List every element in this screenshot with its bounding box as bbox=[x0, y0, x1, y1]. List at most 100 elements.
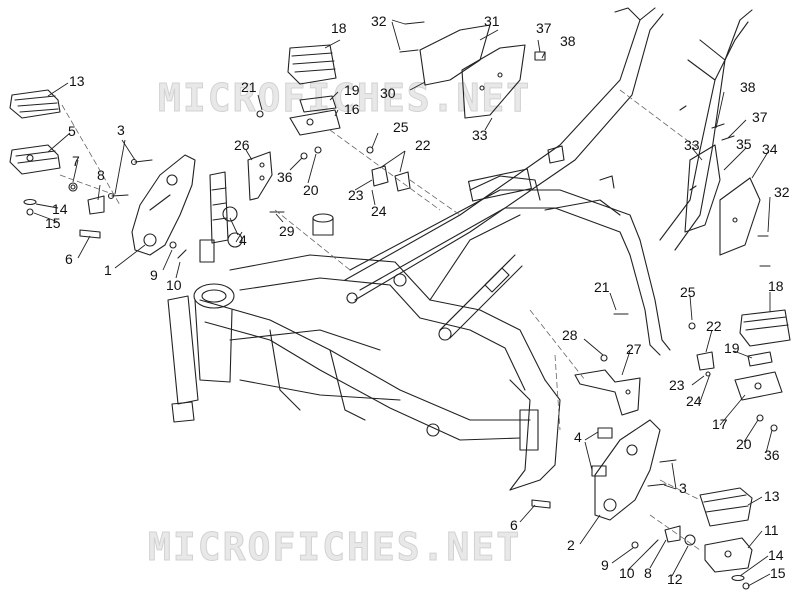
callout-14-right: 14 bbox=[768, 547, 784, 563]
washer-9 bbox=[631, 541, 639, 549]
callout-20-right: 20 bbox=[736, 436, 752, 452]
callout-21-left: 21 bbox=[241, 79, 257, 95]
callout-25-left: 25 bbox=[393, 119, 409, 135]
callout-33-top: 33 bbox=[472, 127, 488, 143]
callout-28: 28 bbox=[562, 327, 578, 343]
left-cover-plate bbox=[87, 195, 105, 215]
right-pad-22-23 bbox=[696, 351, 715, 377]
callout-32-right: 32 bbox=[774, 184, 790, 200]
footpeg-plate-19 bbox=[299, 95, 337, 113]
callout-14-left: 14 bbox=[52, 201, 68, 217]
callout-19-top: 19 bbox=[344, 82, 360, 98]
callout-7-left: 7 bbox=[72, 153, 80, 169]
callout-23-left: 23 bbox=[348, 187, 364, 203]
screws-32b bbox=[757, 235, 771, 267]
callout-3-left: 3 bbox=[117, 122, 125, 138]
callout-4-left: 4 bbox=[239, 232, 247, 248]
callout-15-left: 15 bbox=[45, 215, 61, 231]
left-pin-6 bbox=[79, 229, 101, 239]
left-footpeg-rubber bbox=[9, 89, 61, 119]
left-split-pin-10 bbox=[177, 249, 187, 259]
plate-8 bbox=[664, 525, 681, 543]
callout-10-right: 10 bbox=[619, 565, 635, 581]
callout-22-right: 22 bbox=[706, 318, 722, 334]
rear-damper bbox=[438, 254, 523, 341]
callout-9-left: 9 bbox=[150, 267, 158, 283]
callout-38-right: 38 bbox=[740, 79, 756, 95]
split-pin-10 bbox=[649, 539, 659, 549]
left-washer bbox=[23, 198, 37, 206]
washer-14 bbox=[731, 574, 745, 582]
callout-24-right: 24 bbox=[686, 393, 702, 409]
callout-16: 16 bbox=[344, 101, 360, 117]
round-cap bbox=[312, 213, 334, 236]
callout-1: 1 bbox=[104, 262, 112, 278]
left-spring bbox=[68, 182, 78, 192]
left-footpeg-bracket bbox=[131, 154, 196, 256]
callout-24-left: 24 bbox=[371, 203, 387, 219]
callout-4-right: 4 bbox=[574, 429, 582, 445]
callout-20-left: 20 bbox=[303, 182, 319, 198]
callout-34: 34 bbox=[762, 141, 778, 157]
callout-30: 30 bbox=[380, 85, 396, 101]
right-nut-36 bbox=[770, 424, 778, 432]
callout-27: 27 bbox=[626, 341, 642, 357]
leader-lines bbox=[33, 19, 773, 587]
callout-36-right: 36 bbox=[764, 447, 780, 463]
callout-13-left: 13 bbox=[69, 73, 85, 89]
right-pad-4 bbox=[591, 427, 613, 477]
callout-3-right: 3 bbox=[679, 480, 687, 496]
spring-12 bbox=[684, 534, 696, 546]
right-plate-19 bbox=[747, 351, 773, 367]
bolt-28 bbox=[600, 354, 608, 362]
bolt-21 bbox=[256, 110, 264, 118]
callout-38-top: 38 bbox=[560, 33, 576, 49]
callout-25-right: 25 bbox=[680, 284, 696, 300]
heel-guard-30-31 bbox=[419, 24, 526, 119]
right-bolts-3 bbox=[647, 459, 677, 487]
callout-36-left: 36 bbox=[277, 169, 293, 185]
callout-15-right: 15 bbox=[770, 565, 786, 581]
callout-11: 11 bbox=[764, 522, 779, 538]
callout-labels: 13 5 7 8 14 15 6 3 1 9 10 4 21 26 29 18 … bbox=[45, 13, 790, 587]
right-heel-guard-27 bbox=[574, 369, 641, 416]
rear-shock-absorber bbox=[199, 171, 243, 263]
callout-26: 26 bbox=[234, 137, 250, 153]
callout-33-right: 33 bbox=[684, 137, 700, 153]
callout-10-left: 10 bbox=[166, 277, 182, 293]
callout-18-top: 18 bbox=[331, 20, 347, 36]
pad-22-23 bbox=[371, 165, 411, 192]
left-heel-guard-26 bbox=[247, 151, 273, 201]
callout-6-right: 6 bbox=[510, 517, 518, 533]
callout-22-left: 22 bbox=[415, 137, 431, 153]
callout-21-right: 21 bbox=[594, 279, 610, 295]
callout-5: 5 bbox=[68, 123, 76, 139]
callout-32-top: 32 bbox=[371, 13, 387, 29]
right-passenger-footpeg-18 bbox=[739, 309, 791, 347]
watermark-bottom: MICROFICHES.NET bbox=[147, 525, 522, 570]
right-footpeg-13 bbox=[699, 487, 753, 527]
callout-18-right: 18 bbox=[768, 278, 784, 294]
nut-36 bbox=[300, 152, 308, 160]
callout-19-right: 19 bbox=[724, 340, 740, 356]
callout-2: 2 bbox=[567, 537, 575, 553]
right-footpeg-17 bbox=[734, 371, 783, 401]
callout-13-right: 13 bbox=[764, 488, 780, 504]
callout-31: 31 bbox=[484, 13, 500, 29]
callout-8-left: 8 bbox=[97, 167, 105, 183]
callout-8-right: 8 bbox=[644, 565, 652, 581]
callout-23-right: 23 bbox=[669, 377, 685, 393]
left-pin bbox=[26, 208, 34, 216]
callout-37-right: 37 bbox=[752, 109, 768, 125]
callout-37-top: 37 bbox=[536, 20, 552, 36]
callout-9-right: 9 bbox=[601, 557, 609, 573]
right-pin-6 bbox=[531, 499, 551, 509]
right-heel-guard-34-35 bbox=[684, 144, 761, 256]
passenger-footpeg-rubber-18 bbox=[287, 44, 337, 85]
footpeg-16 bbox=[289, 109, 341, 136]
pin-15 bbox=[742, 582, 750, 590]
bolt-20 bbox=[314, 146, 322, 154]
left-washer-9 bbox=[169, 241, 177, 249]
